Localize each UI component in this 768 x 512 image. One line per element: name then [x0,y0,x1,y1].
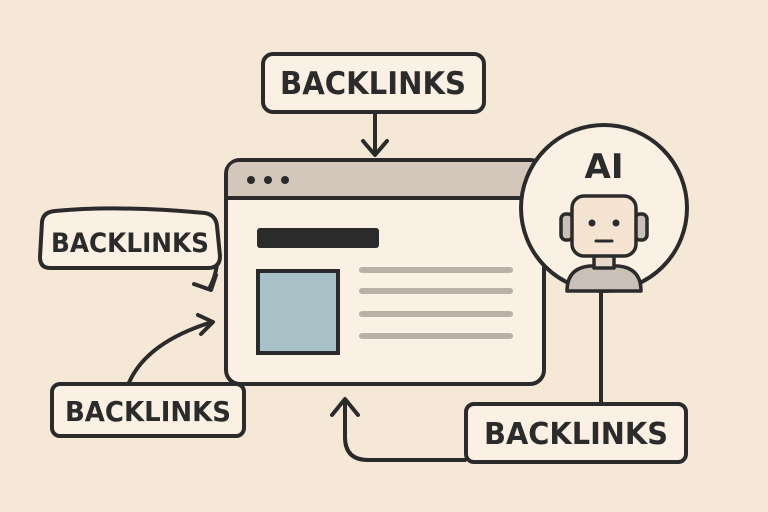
robot-eye-right [612,219,620,227]
window-dot-3 [281,176,289,184]
window-dot-2 [264,176,272,184]
label-left-lower: BACKLINKS [50,382,246,438]
arrowhead-left-upper [192,273,218,292]
text-lines [359,267,513,339]
robot-face [570,194,638,258]
arrowhead-bottom-right [330,397,360,417]
arrowhead-top [361,139,389,157]
browser-titlebar [228,162,542,198]
label-left-upper: BACKLINKS [38,206,222,270]
label-bottom-right-text: BACKLINKS [484,417,668,452]
ai-badge-text: AI [585,147,624,187]
label-left-lower-text: BACKLINKS [65,395,231,428]
label-top: BACKLINKS [261,52,486,114]
arrow-bottom-right-to-window [343,398,467,462]
label-left-upper-box [38,206,222,270]
robot-body [565,264,643,293]
label-top-box [261,52,486,114]
image-placeholder [256,269,340,355]
label-left-upper-text: BACKLINKS [51,228,209,259]
browser-window-icon [224,158,546,386]
label-bottom-right: BACKLINKS [464,402,688,464]
label-bottom-right-box [464,402,688,464]
window-dot-1 [247,176,255,184]
label-left-lower-box [50,382,246,438]
arrow-left-lower-to-window [126,320,214,387]
robot-head-icon [559,194,649,293]
arrowhead-left-lower [196,313,215,336]
ai-badge: AI [519,123,689,293]
label-top-text: BACKLINKS [280,66,466,102]
heading-bar [257,228,379,248]
robot-eye-left [588,219,596,227]
